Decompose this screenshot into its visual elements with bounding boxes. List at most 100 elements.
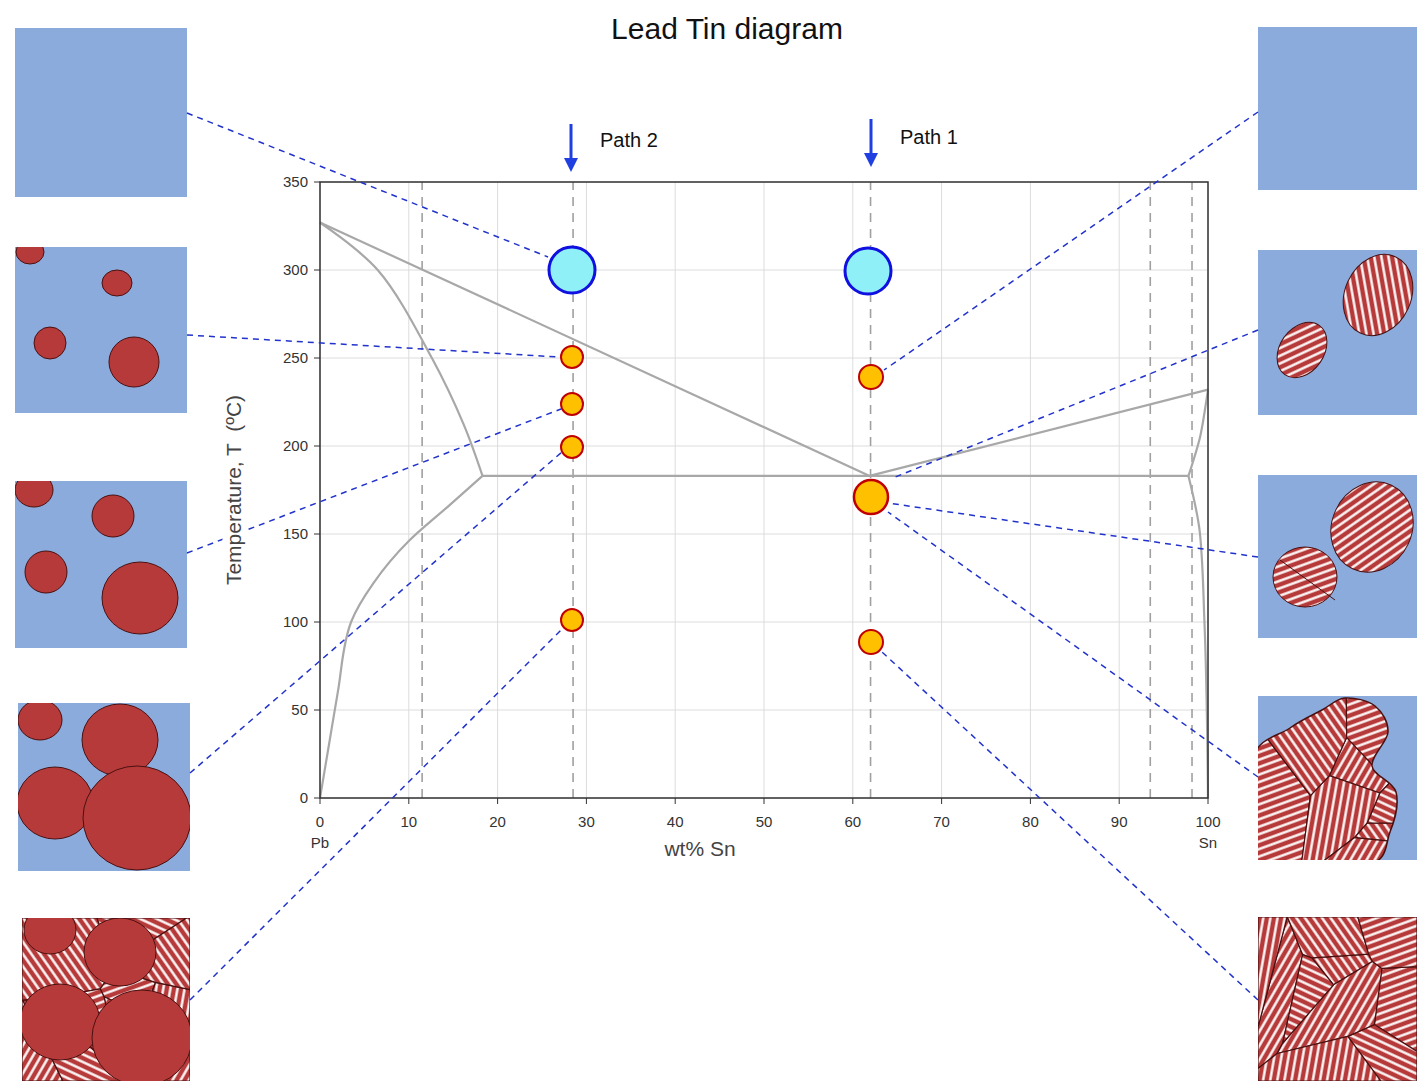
axis-tick-label: 30 <box>576 814 597 831</box>
axis-tick-label: 0 <box>298 790 310 807</box>
axis-tick-label: Sn <box>1197 835 1219 852</box>
tick-mark <box>314 710 320 711</box>
leader-line <box>882 652 1258 1000</box>
eutectic-colony <box>1273 547 1337 607</box>
liquid-ground <box>15 247 187 413</box>
path-arrowhead <box>564 158 578 172</box>
eutectic-colony <box>1267 313 1337 387</box>
tick-mark <box>314 534 320 535</box>
path-arrow <box>870 119 873 155</box>
path-label: Path 2 <box>598 129 660 151</box>
axis-tick-label: 150 <box>281 526 310 543</box>
tick-mark <box>320 798 321 804</box>
diagram-title: Lead Tin diagram <box>609 12 845 45</box>
phase-boundary <box>320 222 870 475</box>
grain-boundary <box>1280 560 1335 600</box>
tick-mark <box>497 798 498 804</box>
tick-mark <box>314 270 320 271</box>
phase-plot <box>314 182 1208 804</box>
axis-tick-label: 10 <box>398 814 419 831</box>
grid-line <box>408 182 409 798</box>
grid-line <box>320 622 1208 623</box>
path-label: Path 1 <box>898 126 960 148</box>
state-dot <box>561 393 583 415</box>
eutectic-grain <box>1258 1036 1381 1081</box>
alpha-grain <box>22 984 100 1060</box>
eutectic-grain <box>1287 917 1368 958</box>
grid-line <box>320 358 1208 359</box>
leader-line <box>893 330 1258 478</box>
phase-boundary <box>1188 390 1208 476</box>
leader-line <box>187 113 548 257</box>
axis-tick-label: Pb <box>309 835 331 852</box>
grid-line <box>320 270 1208 271</box>
eutectic-grain <box>1258 696 1347 796</box>
phase-boundary <box>320 476 483 798</box>
tick-mark <box>1119 798 1120 804</box>
leader-line <box>190 452 562 773</box>
tick-mark <box>314 358 320 359</box>
grid-line <box>1119 182 1120 798</box>
eutectic-grain <box>1358 917 1417 968</box>
microstructure-panel <box>15 28 187 197</box>
axis-tick-label: 20 <box>487 814 508 831</box>
alpha-grain <box>16 247 44 264</box>
microstructure-panel <box>18 703 190 871</box>
leader-line <box>190 628 563 1000</box>
tick-mark <box>314 182 320 183</box>
colony-outline <box>1258 698 1397 860</box>
alpha-grain <box>109 337 159 387</box>
axis-title: wt% Sn <box>662 837 737 860</box>
grid-line <box>675 182 676 798</box>
axis-tick-label: 250 <box>281 350 310 367</box>
microstructure-panel <box>22 918 190 1081</box>
eutectic-colony <box>1258 696 1410 860</box>
eutectic-grain <box>1317 838 1410 860</box>
phase-boundary <box>870 390 1208 476</box>
alpha-grain <box>92 495 134 537</box>
state-dot <box>561 436 583 458</box>
eutectic-grain <box>1283 955 1334 1044</box>
tick-mark <box>314 622 320 623</box>
alpha-grain <box>34 327 66 359</box>
axis-tick-label: 0 <box>314 814 326 831</box>
axis-tick-label: 80 <box>1020 814 1041 831</box>
liquid-ground <box>1258 27 1417 190</box>
tick-mark <box>314 446 320 447</box>
alpha-grain <box>18 767 93 839</box>
tick-mark <box>1208 798 1209 804</box>
path-arrowhead <box>864 153 878 167</box>
alpha-grain <box>25 551 67 593</box>
plot-frame <box>320 182 1208 798</box>
leader-line <box>884 112 1258 370</box>
state-dot <box>854 480 888 514</box>
tick-mark <box>764 798 765 804</box>
state-dot <box>561 346 583 368</box>
tick-mark <box>675 798 676 804</box>
leader-line <box>187 409 561 553</box>
axis-tick-label: 50 <box>289 702 310 719</box>
alpha-grain <box>102 270 132 296</box>
tick-mark <box>408 798 409 804</box>
leader-line <box>888 503 1258 557</box>
alpha-grain <box>18 703 62 740</box>
grid-line <box>320 446 1208 447</box>
liquid-ground <box>1258 917 1417 1081</box>
leader-line <box>888 512 1258 777</box>
liquid-ground <box>15 28 187 197</box>
composition-line <box>1149 182 1151 798</box>
phase-boundary <box>483 475 1189 477</box>
axis-tick-label: 70 <box>931 814 952 831</box>
axis-tick-label: 100 <box>1193 814 1222 831</box>
alpha-grain <box>92 990 190 1081</box>
alpha-grain <box>83 766 190 870</box>
alpha-grain <box>24 918 76 954</box>
path-arrow <box>570 124 573 160</box>
state-dot <box>561 609 583 631</box>
grid-line <box>941 182 942 798</box>
grid-line <box>497 182 498 798</box>
microstructure-panel <box>15 247 187 413</box>
microstructure-panel <box>15 481 187 648</box>
